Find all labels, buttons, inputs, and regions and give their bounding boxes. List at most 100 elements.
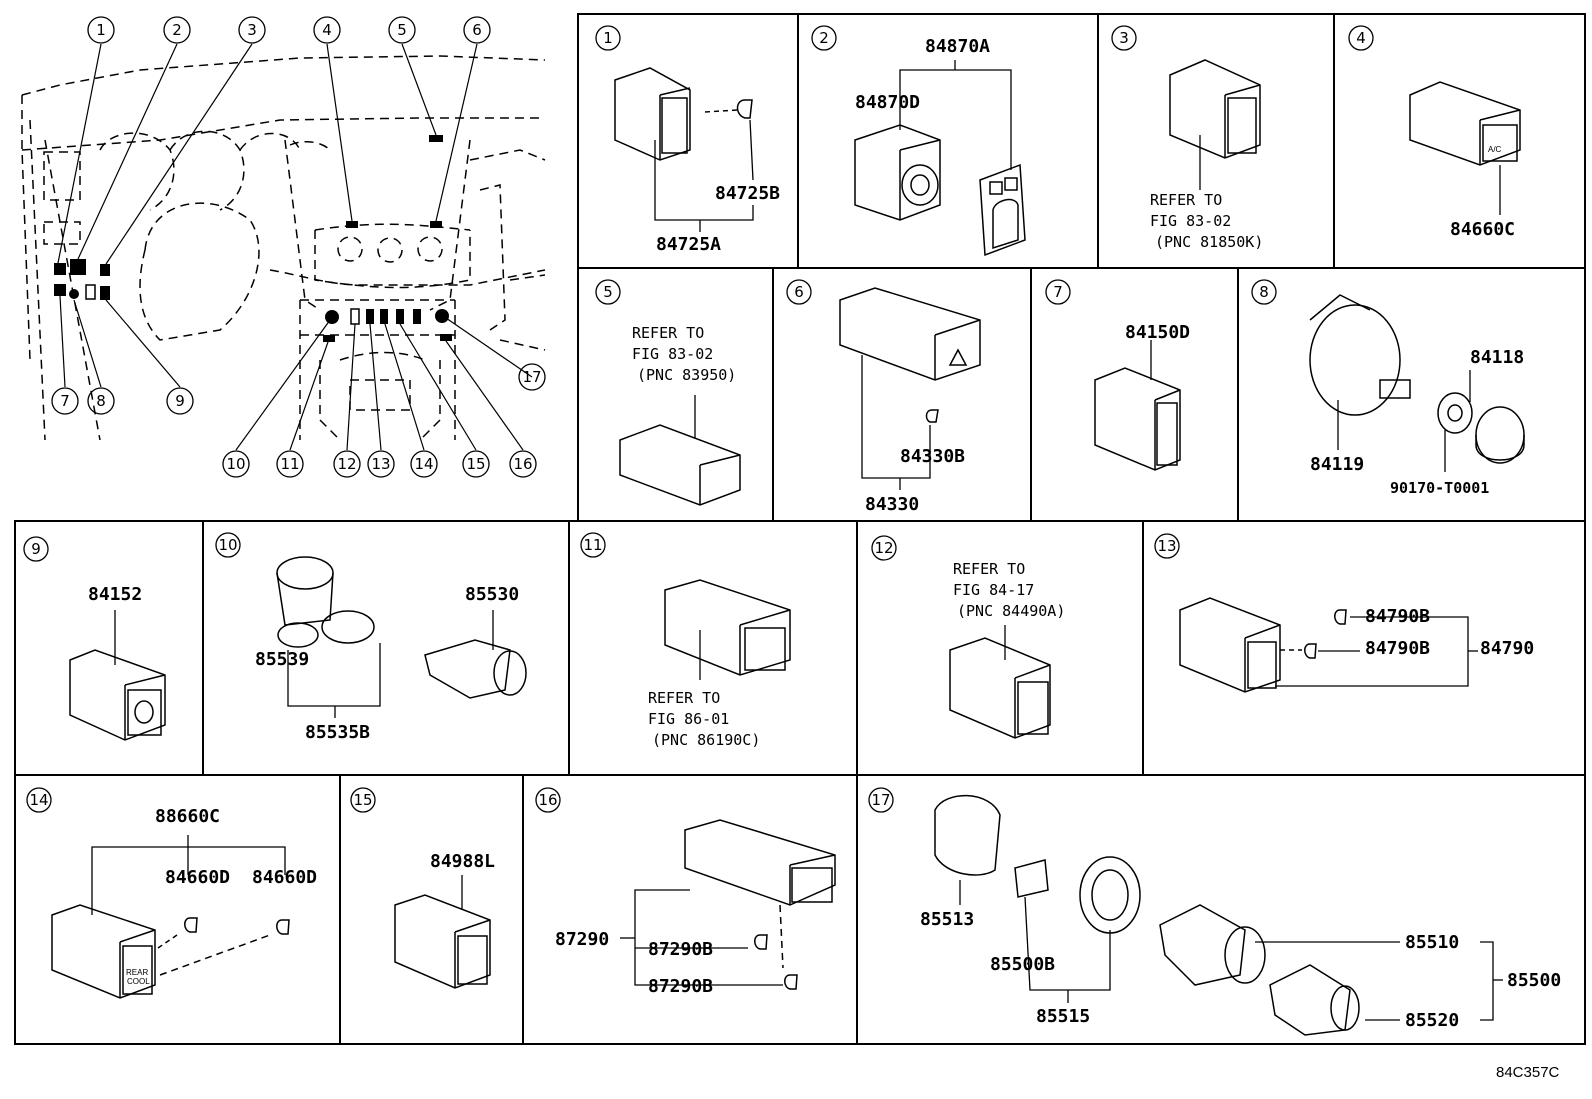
panel-5-number: 5 [603,283,613,301]
part-84660D-1: 84660D [165,867,230,888]
panel-11-ref-line-2: FIG 86-01 [648,710,729,728]
part-85530: 85530 [465,584,519,605]
panel-2-number: 2 [819,29,829,47]
rear-cool-text-1: REAR [126,968,148,977]
callout-3: 3 [247,21,257,39]
rear-cool-switch-drawing [51,904,290,999]
callout-1: 1 [96,21,106,39]
part-84870A: 84870A [925,36,990,57]
part-84660C: 84660C [1450,219,1515,240]
callout-17: 17 [522,368,541,386]
part-90170-T0001: 90170-T0001 [1390,479,1489,497]
power-outlet-drawing [276,556,527,699]
mirror-switch-drawing [854,124,1026,257]
switch-9-drawing [69,649,166,741]
panel-grid [14,13,1586,1045]
part-84725B: 84725B [715,183,780,204]
dashboard-open-markers [85,284,360,325]
panel-12-ref-line-2: FIG 84-17 [953,581,1034,599]
callout-5: 5 [397,21,407,39]
part-84119: 84119 [1310,454,1364,475]
callout-11: 11 [280,455,299,473]
rear-cool-text-2: COOL [127,977,150,986]
panel-5-ref-line-2: FIG 83-02 [632,345,713,363]
panel-8-number: 8 [1259,283,1269,301]
callout-4: 4 [322,21,332,39]
panel-13-number: 13 [1157,537,1176,555]
panel-1-number: 1 [603,29,613,47]
part-84790: 84790 [1480,638,1534,659]
panel-5-ref-line-3: (PNC 83950) [637,366,736,384]
part-84330B: 84330B [900,446,965,467]
part-84152: 84152 [88,584,142,605]
part-84330: 84330 [865,494,919,515]
switch-face-texts: A/C REAR COOL [126,145,1502,986]
part-87290: 87290 [555,929,609,950]
switch-5-drawing [619,424,741,506]
refer-to-notes: REFER TO FIG 83-02 (PNC 81850K) REFER TO… [632,191,1263,749]
switch-13-drawing [1179,597,1347,693]
part-84118: 84118 [1470,347,1524,368]
callout-14: 14 [414,455,433,473]
dashboard-switch-markers [54,135,452,342]
part-87290B-2: 87290B [648,976,713,997]
callout-13: 13 [371,455,390,473]
switch-7-drawing [1094,367,1181,471]
part-85500: 85500 [1507,970,1561,991]
panel-7-number: 7 [1053,283,1063,301]
panel-9-number: 9 [31,540,41,558]
panel-11-ref-line-1: REFER TO [648,689,720,707]
part-87290B-1: 87290B [648,939,713,960]
overview-leader-lines [57,43,533,451]
switch-12-drawing [949,637,1051,739]
panel-11-ref-line-3: (PNC 86190C) [652,731,760,749]
panel-leader-lines [91,60,1503,1021]
panel-number-circles [23,25,1374,813]
part-84790B-2: 84790B [1365,638,1430,659]
part-84790B-1: 84790B [1365,606,1430,627]
dashboard-overview [21,55,546,441]
part-84870D: 84870D [855,92,920,113]
part-88660C: 88660C [155,806,220,827]
switch-1-drawing [614,67,753,161]
panel-3-number: 3 [1119,29,1129,47]
cigarette-lighter-drawing [934,794,1360,1036]
part-85515: 85515 [1036,1006,1090,1027]
callout-2: 2 [172,21,182,39]
panel-17-number: 17 [871,791,890,809]
switch-15-drawing [394,894,491,989]
part-illustrations [51,59,1525,1036]
ac-switch-text: A/C [1488,145,1502,154]
panel-6-number: 6 [794,283,804,301]
panel-10-number: 10 [218,536,237,554]
panel-number-labels: 1 2 3 4 5 6 7 8 9 10 11 12 13 14 15 16 1… [29,29,1365,809]
overview-callout-labels: 1 2 3 4 5 6 7 8 9 10 11 12 13 14 15 16 1… [60,21,541,473]
panel-3-ref-line-3: (PNC 81850K) [1155,233,1263,251]
part-84150D: 84150D [1125,322,1190,343]
panel-3-ref-line-1: REFER TO [1150,191,1222,209]
panel-12-ref-line-1: REFER TO [953,560,1025,578]
callout-9: 9 [175,392,185,410]
part-84725A: 84725A [656,234,721,255]
callout-12: 12 [337,455,356,473]
overview-callouts [51,16,546,478]
callout-6: 6 [472,21,482,39]
part-85500B: 85500B [990,954,1055,975]
rheostat-drawing [1309,294,1525,464]
part-85520: 85520 [1405,1010,1459,1031]
callout-15: 15 [466,455,485,473]
panel-4-number: 4 [1356,29,1366,47]
ac-switch-drawing [1409,81,1521,166]
part-number-labels: 84725B 84725A 84870A 84870D 84660C 84330… [88,36,1561,1031]
part-84988L: 84988L [430,851,495,872]
panel-12-ref-line-3: (PNC 84490A) [957,602,1065,620]
hazard-switch-drawing [839,287,981,423]
panel-14-number: 14 [29,791,48,809]
figure-id: 84C357C [1496,1064,1560,1081]
panel-3-ref-line-2: FIG 83-02 [1150,212,1231,230]
panel-12-number: 12 [874,539,893,557]
callout-16: 16 [513,455,532,473]
callout-10: 10 [226,455,245,473]
part-84660D-2: 84660D [252,867,317,888]
